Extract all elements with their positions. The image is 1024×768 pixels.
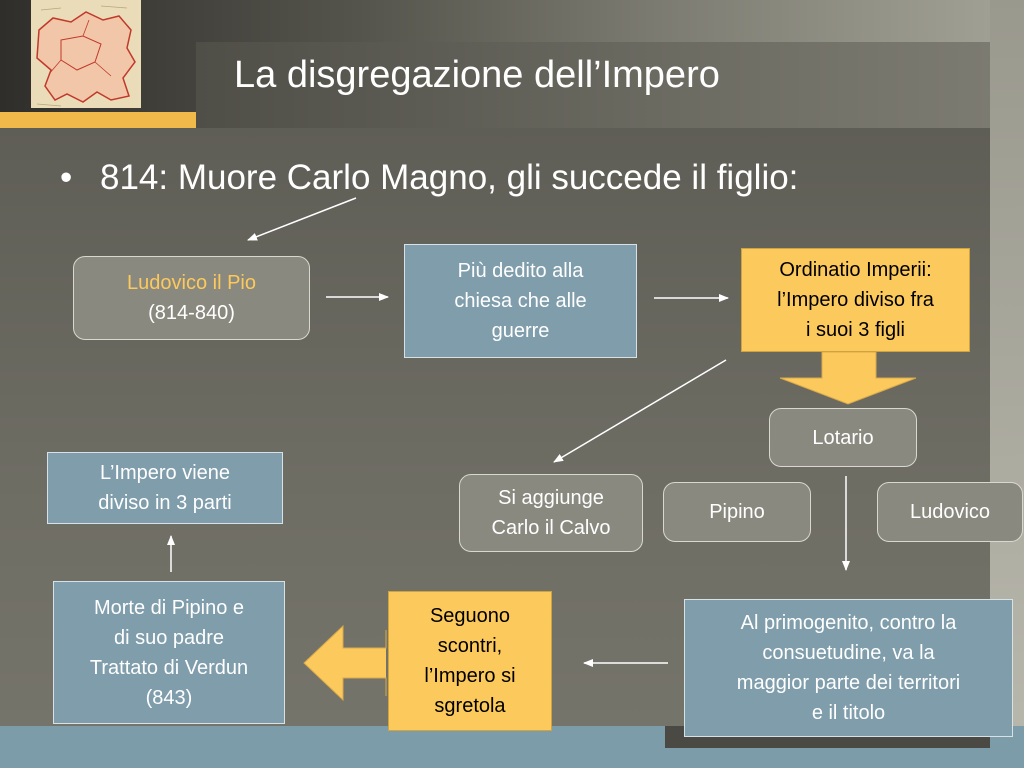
node-ludovico-il-pio: Ludovico il Pio (814-840) xyxy=(73,256,310,340)
node-carlo-il-calvo-line: Si aggiunge xyxy=(498,487,604,509)
node-impero-diviso-line: diviso in 3 parti xyxy=(98,492,232,514)
bullet-marker: • xyxy=(60,158,73,197)
node-ordinatio-line: Ordinatio Imperii: xyxy=(779,259,932,281)
bullet-line: • 814: Muore Carlo Magno, gli succede il … xyxy=(60,158,798,198)
node-primogenito-line: Al primogenito, contro la xyxy=(740,612,957,634)
node-ordinatio-line: l’Impero diviso fra xyxy=(777,289,934,311)
node-piu-dedito-line: chiesa che alle xyxy=(454,290,587,312)
node-ordinatio-imperii: Ordinatio Imperii: l’Impero diviso fra i… xyxy=(741,248,970,352)
node-morte-pipino-line: Trattato di Verdun xyxy=(89,656,249,679)
node-piu-dedito-line: Più dedito alla xyxy=(457,260,584,282)
node-ludovico: Ludovico xyxy=(877,482,1023,542)
map-image xyxy=(31,0,141,108)
node-primogenito-line: e il titolo xyxy=(811,702,886,724)
node-piu-dedito-line: guerre xyxy=(491,320,550,342)
title-bar xyxy=(196,42,990,128)
node-impero-diviso: L’Impero viene diviso in 3 parti xyxy=(47,452,283,524)
node-seguono-line: scontri, xyxy=(437,635,503,657)
node-primogenito: Al primogenito, contro la consuetudine, … xyxy=(684,599,1013,737)
node-impero-diviso-line: L’Impero viene xyxy=(99,462,231,484)
node-pipino: Pipino xyxy=(663,482,811,542)
node-seguono-line: l’Impero si xyxy=(424,665,516,687)
node-morte-pipino: Morte di Pipino e di suo padre Trattato … xyxy=(53,581,285,724)
node-seguono-line: Seguono xyxy=(429,605,511,627)
node-morte-pipino-line: (843) xyxy=(145,686,193,709)
node-morte-pipino-line: Morte di Pipino e xyxy=(93,596,245,619)
node-seguono-line: sgretola xyxy=(434,695,506,717)
page-title: La disgregazione dell’Impero xyxy=(234,54,720,96)
node-primogenito-line: maggior parte dei territori xyxy=(736,672,961,694)
bullet-text: 814: Muore Carlo Magno, gli succede il f… xyxy=(100,158,799,197)
node-primogenito-line: consuetudine, va la xyxy=(762,642,935,664)
node-seguono-scontri: Seguono scontri, l’Impero si sgretola xyxy=(388,591,552,731)
node-ludovico-il-pio-years: (814-840) xyxy=(148,302,235,324)
title-accent-line xyxy=(0,112,196,128)
node-morte-pipino-line: di suo padre xyxy=(113,626,225,649)
node-ordinatio-line: i suoi 3 figli xyxy=(806,319,905,341)
node-piu-dedito: Più dedito alla chiesa che alle guerre xyxy=(404,244,637,358)
node-ludovico-il-pio-name: Ludovico il Pio xyxy=(127,272,256,294)
node-carlo-il-calvo-line: Carlo il Calvo xyxy=(491,517,611,539)
node-lotario: Lotario xyxy=(769,408,917,467)
node-carlo-il-calvo: Si aggiunge Carlo il Calvo xyxy=(459,474,643,552)
